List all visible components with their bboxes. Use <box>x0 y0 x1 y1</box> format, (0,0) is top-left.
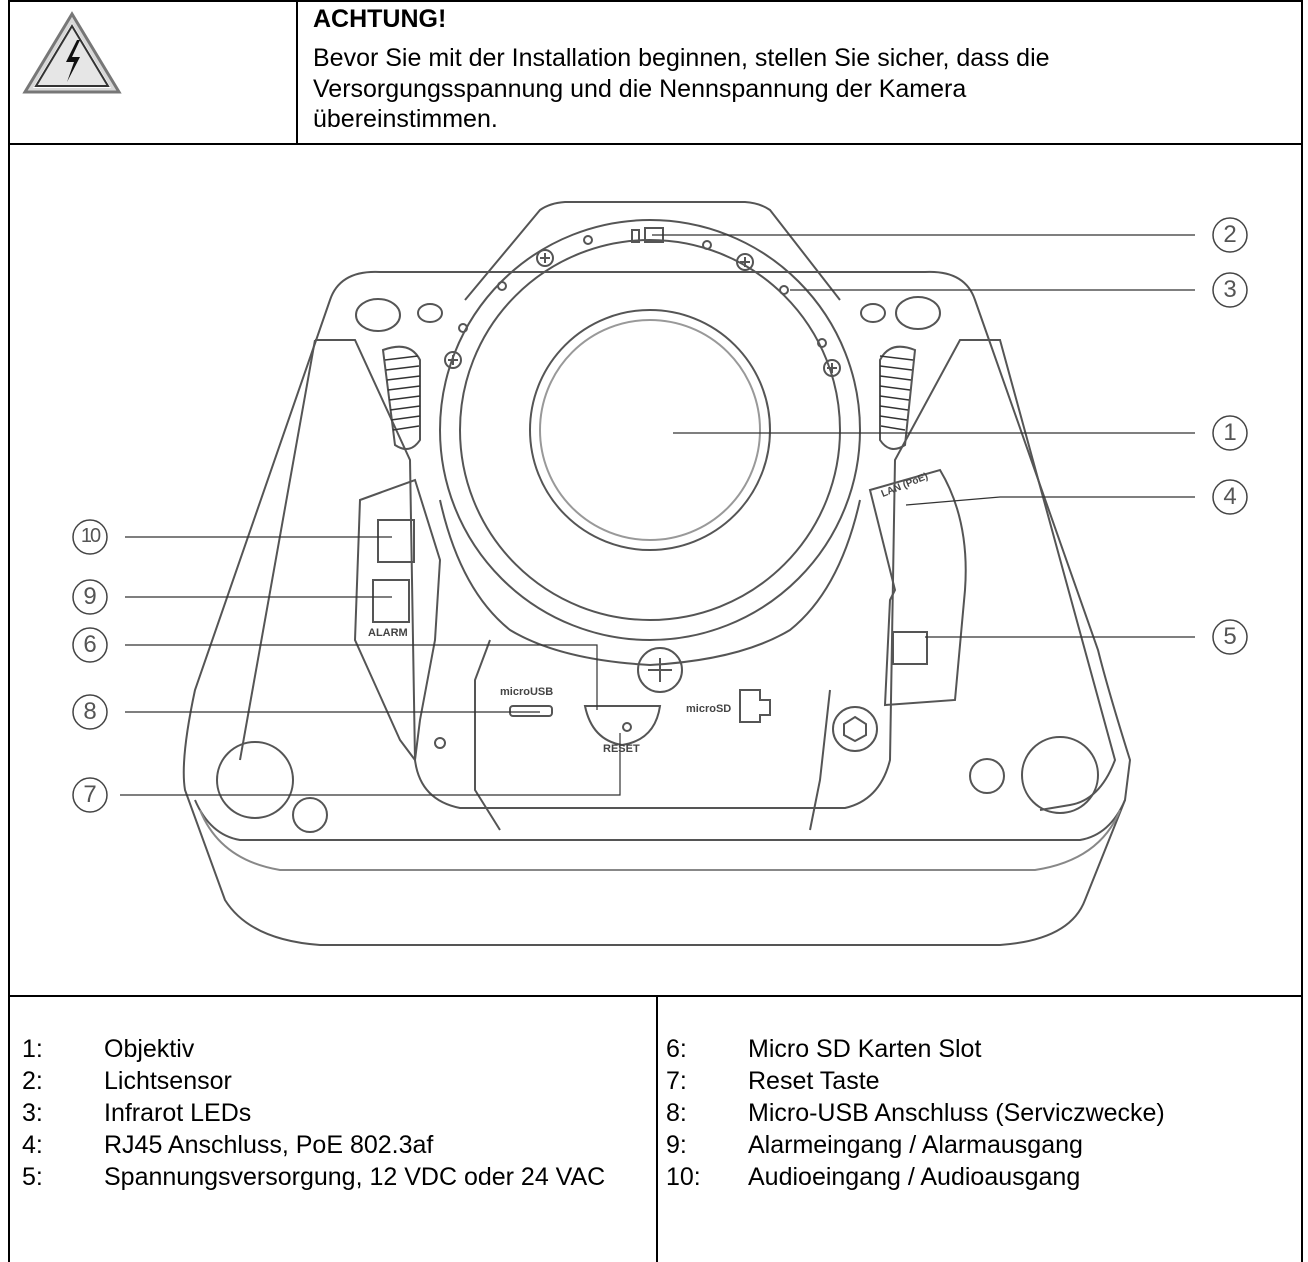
lens <box>529 309 771 551</box>
callout-number: 9 <box>83 583 97 610</box>
warning-line: Versorgungsspannung und die Nennspannung… <box>313 74 967 103</box>
legend-item: 3:Infrarot LEDs <box>22 1099 252 1127</box>
callout-number: 10 <box>80 525 101 547</box>
callout-number: 1 <box>1223 419 1237 446</box>
alarm-label: ALARM <box>368 627 408 639</box>
callout-number: 8 <box>83 698 97 725</box>
high-voltage-warning-icon <box>22 11 122 94</box>
legend-left: 1:Objektiv 2:Lichtsensor 3:Infrarot LEDs… <box>22 1033 642 1193</box>
camera-base-outline <box>182 270 1132 946</box>
warning-line: übereinstimmen. <box>313 105 498 133</box>
legend-item: 7:Reset Taste <box>666 1067 880 1095</box>
microsd-label: microSD <box>686 703 732 715</box>
warning-cell-divider <box>296 0 298 144</box>
camera-diagram <box>72 201 1248 946</box>
callout-number: 6 <box>83 631 97 658</box>
table-border-left <box>8 0 10 1262</box>
callout-number: 7 <box>83 781 97 808</box>
table-border-top <box>8 0 1303 2</box>
legend-item: 4:RJ45 Anschluss, PoE 802.3af <box>22 1131 434 1159</box>
row-divider-2 <box>8 995 1303 997</box>
warning-line: Bevor Sie mit der Installation beginnen,… <box>313 44 1050 72</box>
legend-item: 1:Objektiv <box>22 1035 195 1063</box>
warning-text: Bevor Sie mit der Installation beginnen,… <box>313 43 1213 135</box>
callout-number: 3 <box>1223 276 1237 303</box>
legend-column-divider <box>656 995 658 1262</box>
legend-item: 6:Micro SD Karten Slot <box>666 1035 982 1063</box>
warning-title: ACHTUNG! <box>313 5 447 33</box>
callout-number: 4 <box>1223 483 1237 510</box>
callout-number: 5 <box>1223 623 1237 650</box>
legend-item: 8:Micro-USB Anschluss (Serviczwecke) <box>666 1099 1165 1127</box>
legend-item: 2:Lichtsensor <box>22 1067 232 1095</box>
row-divider-1 <box>8 143 1303 145</box>
table-border-right <box>1301 0 1303 1262</box>
legend-item: 5:Spannungsversorgung, 12 VDC oder 24 VA… <box>22 1163 606 1191</box>
legend-item: 10:Audioeingang / Audioausgang <box>666 1163 1081 1191</box>
legend-item: 9:Alarmeingang / Alarmausgang <box>666 1131 1083 1159</box>
microusb-label: microUSB <box>500 686 554 698</box>
callout-number: 2 <box>1223 221 1237 248</box>
lens-ring-outer <box>439 219 861 641</box>
lens-housing-top <box>464 201 841 301</box>
reset-label: RESET <box>603 743 640 755</box>
legend-right: 6:Micro SD Karten Slot 7:Reset Taste 8:M… <box>666 1033 1296 1193</box>
